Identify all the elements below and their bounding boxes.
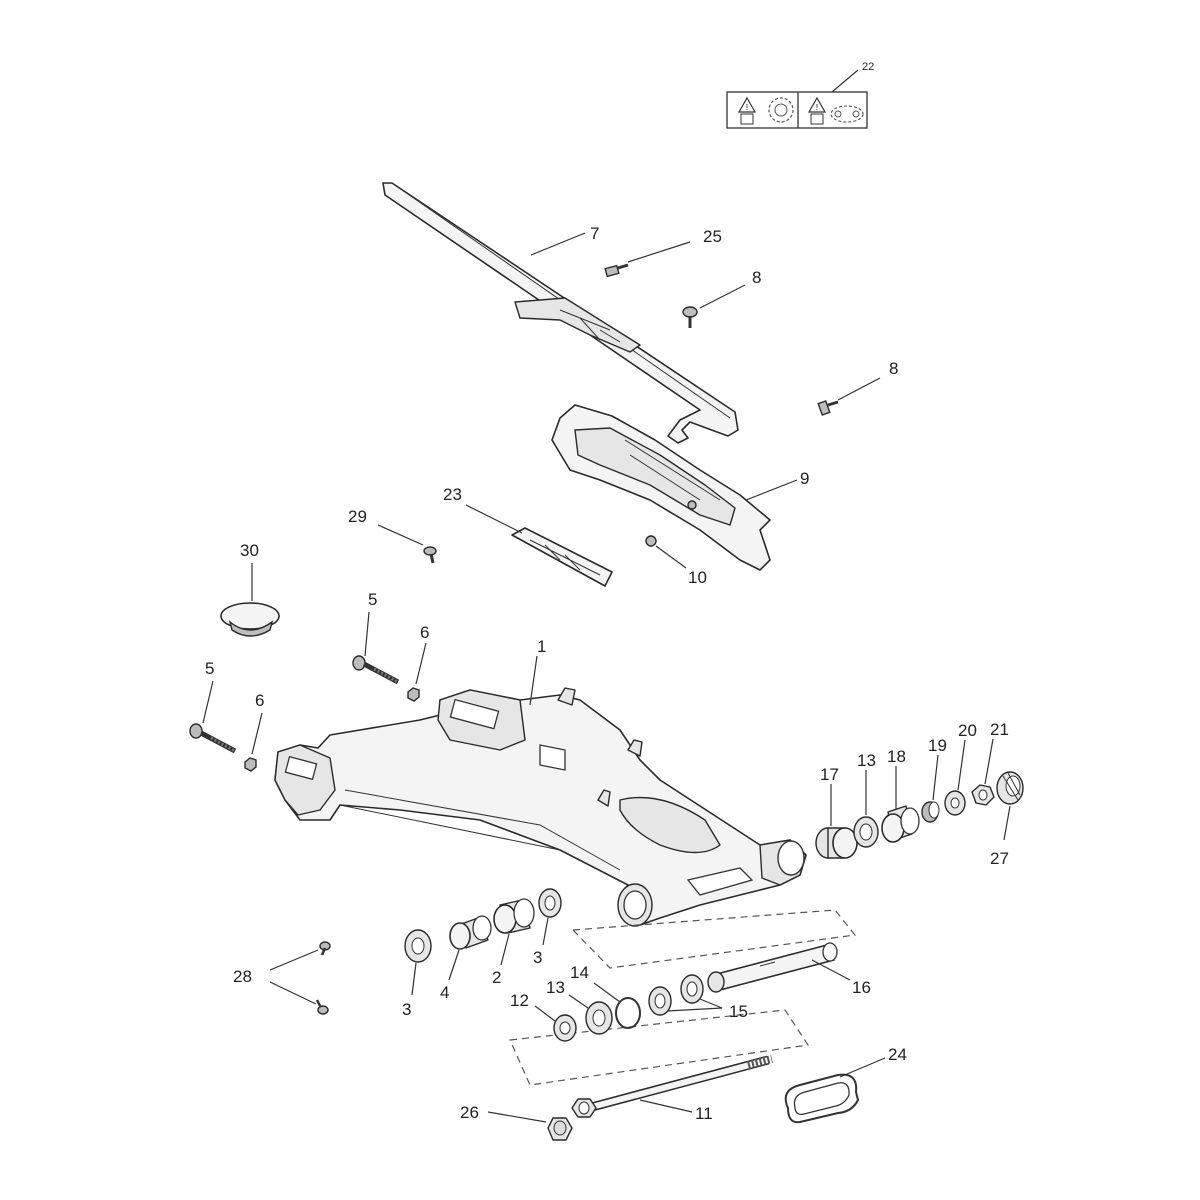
callout-5-upper: 5: [368, 590, 377, 609]
callout-6-upper: 6: [420, 623, 429, 642]
seal-3-lower: [404, 929, 432, 963]
chain-guard: [382, 182, 739, 444]
bolt-25: [604, 263, 629, 278]
callout-18: 18: [887, 747, 906, 766]
callout-29: 29: [348, 507, 367, 526]
swing-arm: [274, 687, 807, 927]
callout-8-lower: 8: [889, 359, 898, 378]
callout-9: 9: [800, 469, 809, 488]
seal-ring-24: [784, 1073, 860, 1124]
bolt-5-upper: [352, 655, 400, 685]
bolt-8-upper: [682, 306, 698, 328]
chain-slider: [511, 527, 613, 587]
bush-4: [449, 915, 492, 950]
screw-28-lower: [315, 999, 329, 1015]
bush-2: [493, 898, 535, 934]
callout-2: 2: [492, 968, 501, 987]
callout-24: 24: [888, 1045, 907, 1064]
bolt-8-lower: [817, 400, 839, 416]
callout-8-upper: 8: [752, 268, 761, 287]
callout-14: 14: [570, 963, 589, 982]
cap-27: [996, 771, 1024, 805]
seal-13-right: [853, 816, 879, 848]
spindle-16: [707, 942, 838, 993]
callout-23: 23: [443, 485, 462, 504]
callout-13-right: 13: [857, 751, 876, 770]
svg-text:!: !: [746, 103, 748, 112]
callout-15: 15: [729, 1002, 748, 1021]
callout-5-lower: 5: [205, 659, 214, 678]
nut-26: [547, 1117, 573, 1141]
callout-6-lower: 6: [255, 691, 264, 710]
callout-7: 7: [590, 224, 599, 243]
seal-13-lower: [585, 1001, 613, 1035]
callout-11: 11: [695, 1104, 713, 1123]
callout-19: 19: [928, 736, 947, 755]
group-box-upper: [571, 909, 857, 969]
callout-27: 27: [990, 849, 1009, 868]
warning-grease-icon: !: [737, 96, 794, 125]
callout-25: 25: [703, 227, 722, 246]
washer-15a: [648, 986, 672, 1016]
nut-21: [971, 784, 995, 806]
callout-3-upper: 3: [533, 948, 542, 967]
warning-labels: ! ! 22: [726, 61, 874, 129]
callout-12: 12: [510, 991, 529, 1010]
washer-15b: [680, 974, 704, 1004]
callout-1: 1: [537, 637, 546, 656]
callout-3-lower: 3: [402, 1000, 411, 1019]
nut-6-lower: [244, 757, 257, 772]
spindle-bolt-11: [571, 1055, 773, 1118]
group-box-lower: [509, 1009, 810, 1086]
callout-16: 16: [852, 978, 871, 997]
callout-30: 30: [240, 541, 259, 560]
bush-17: [815, 827, 858, 859]
screw-28-upper: [319, 941, 331, 956]
chain-cover: [551, 404, 771, 571]
washer-20: [944, 790, 966, 816]
callout-21: 21: [990, 720, 1009, 739]
svg-text:!: !: [816, 103, 818, 112]
circlip-14: [615, 997, 641, 1029]
spacer-19: [921, 801, 940, 823]
bush-18: [881, 805, 920, 843]
cap-30: [220, 602, 280, 637]
warning-chain-icon: !: [807, 96, 864, 125]
callout-28: 28: [233, 967, 252, 986]
callout-20: 20: [958, 721, 977, 740]
callout-13-lower: 13: [546, 978, 565, 997]
callout-4: 4: [440, 983, 449, 1002]
washer-12: [553, 1014, 577, 1042]
screw-29: [423, 546, 437, 564]
seal-3-upper: [538, 888, 562, 918]
bolt-5-lower: [189, 723, 237, 754]
callout-26: 26: [460, 1103, 479, 1122]
nut-10: [645, 535, 657, 547]
callout-22: 22: [862, 61, 874, 73]
nut-6-upper: [407, 687, 420, 702]
callout-17: 17: [820, 765, 839, 784]
callout-10: 10: [688, 568, 707, 587]
